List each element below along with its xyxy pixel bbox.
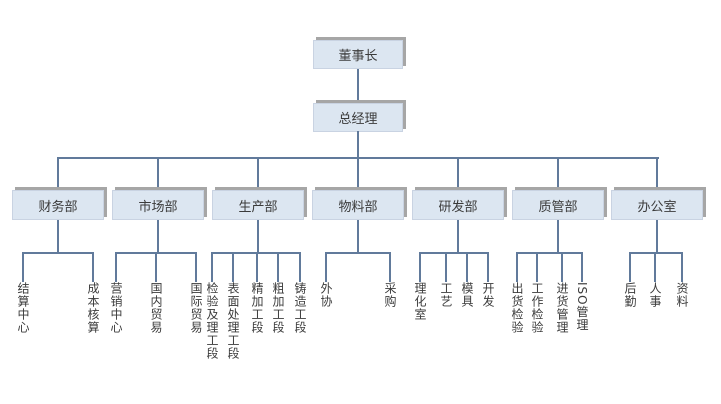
dept-node-label: 财务部 [38,199,78,215]
connector-childbus-to-leaf-1-1 [155,252,157,282]
connector-dept-to-childbus-0 [57,220,59,254]
node-chairman: 董事长 [313,40,403,69]
sub-unit-label-0-1: 成本核算 [86,282,100,334]
dept-node-1: 市场部 [112,190,204,220]
connector-childbus-to-leaf-1-2 [195,252,197,282]
connector-childbus-to-leaf-3-1 [389,252,391,282]
connector-childbus-to-leaf-4-0 [419,252,421,282]
sub-unit-label-5-0: 出货检验 [510,282,524,334]
connector-childbus-to-leaf-5-3 [581,252,583,282]
node-general-manager: 总经理 [313,103,403,132]
connector-bus-to-dept-0 [57,157,59,190]
connector-gm-to-bus [357,131,359,159]
connector-childbus-to-leaf-5-0 [516,252,518,282]
sub-unit-label-1-0: 营销中心 [109,282,123,334]
sub-unit-label-2-2: 精加工段 [250,282,264,334]
dept-node-label: 生产部 [238,199,278,215]
sub-unit-label-1-1: 国内贸易 [149,282,163,334]
dept-node-label: 办公室 [637,199,677,215]
connector-childbus-to-leaf-5-1 [536,252,538,282]
sub-unit-label-4-0: 理化室 [413,282,427,321]
sub-unit-label-0-0: 结算中心 [16,282,30,334]
dept-node-label: 研发部 [438,199,478,215]
connector-childbus-to-leaf-2-4 [299,252,301,282]
dept-node-3: 物料部 [312,190,404,220]
connector-childbus-to-leaf-6-2 [681,252,683,282]
sub-unit-label-2-3: 粗加工段 [271,282,285,334]
sub-unit-label-2-4: 铸造工段 [293,282,307,334]
sub-unit-label-1-2: 国际贸易 [189,282,203,334]
connector-childbus-to-leaf-6-1 [654,252,656,282]
dept-node-0: 财务部 [12,190,104,220]
connector-child-bus-4 [419,252,489,254]
connector-dept-to-childbus-2 [257,220,259,254]
connector-childbus-to-leaf-2-2 [256,252,258,282]
connector-childbus-to-leaf-3-0 [325,252,327,282]
connector-childbus-to-leaf-5-2 [561,252,563,282]
connector-childbus-to-leaf-2-0 [211,252,213,282]
dept-node-6: 办公室 [611,190,703,220]
connector-childbus-to-leaf-0-1 [92,252,94,282]
connector-childbus-to-leaf-1-0 [115,252,117,282]
connector-child-bus-6 [629,252,683,254]
sub-unit-label-2-1: 表面处理工段 [226,282,240,360]
sub-unit-label-3-0: 外协 [319,282,333,308]
dept-node-label: 物料部 [338,199,378,215]
sub-unit-label-3-1: 采购 [383,282,397,308]
connector-childbus-to-leaf-0-0 [22,252,24,282]
connector-child-bus-5 [516,252,583,254]
connector-child-bus-0 [22,252,94,254]
connector-dept-to-childbus-5 [557,220,559,254]
connector-childbus-to-leaf-2-3 [277,252,279,282]
dept-node-label: 质管部 [538,199,578,215]
sub-unit-label-6-1: 人事 [648,282,662,308]
connector-childbus-to-leaf-4-1 [445,252,447,282]
sub-unit-label-6-0: 后勤 [623,282,637,308]
sub-unit-label-4-1: 工艺 [439,282,453,308]
sub-unit-label-5-3: ISO管理 [575,282,589,332]
connector-dept-to-childbus-6 [656,220,658,254]
connector-childbus-to-leaf-6-0 [629,252,631,282]
sub-unit-label-6-2: 资料 [675,282,689,308]
connector-bus-to-dept-3 [357,157,359,190]
node-chairman-label: 董事长 [338,49,378,64]
connector-chairman-to-gm [357,69,359,103]
dept-node-label: 市场部 [138,199,178,215]
connector-bus-to-dept-5 [557,157,559,190]
sub-unit-label-2-0: 检验及理工段 [205,282,219,360]
sub-unit-label-5-2: 进货管理 [555,282,569,334]
connector-bus-to-dept-2 [257,157,259,190]
sub-unit-label-5-1: 工作检验 [530,282,544,334]
sub-unit-label-4-2: 模具 [460,282,474,308]
node-general-manager-label: 总经理 [338,112,378,127]
connector-dept-to-childbus-4 [457,220,459,254]
connector-childbus-to-leaf-2-1 [232,252,234,282]
dept-node-5: 质管部 [512,190,604,220]
connector-bus-to-dept-6 [656,157,658,190]
connector-childbus-to-leaf-4-3 [487,252,489,282]
connector-childbus-to-leaf-4-2 [466,252,468,282]
dept-node-4: 研发部 [412,190,504,220]
sub-unit-label-4-3: 开发 [481,282,495,308]
connector-dept-to-childbus-1 [157,220,159,254]
connector-dept-to-childbus-3 [357,220,359,254]
connector-bus-to-dept-4 [457,157,459,190]
connector-bus-to-dept-1 [157,157,159,190]
connector-child-bus-3 [325,252,391,254]
dept-node-2: 生产部 [212,190,304,220]
